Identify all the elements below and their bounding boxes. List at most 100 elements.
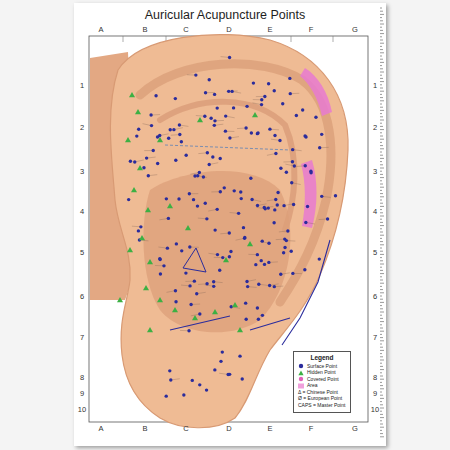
surface-point [242, 226, 245, 229]
surface-point [273, 89, 276, 92]
index-line [380, 251, 383, 252]
index-line [380, 20, 383, 21]
surface-point [283, 246, 286, 249]
surface-point [282, 251, 285, 254]
surface-point [244, 301, 247, 304]
surface-point [212, 285, 215, 288]
index-line [380, 107, 383, 108]
index-line [380, 129, 384, 130]
hidden-point [247, 241, 253, 246]
surface-point [318, 146, 321, 149]
legend-row: Covered Point [298, 376, 346, 383]
index-line [380, 241, 383, 242]
index-line [380, 78, 383, 79]
index-line [380, 33, 384, 34]
surface-point [301, 108, 304, 111]
surface-point [228, 231, 231, 234]
surface-point [263, 95, 266, 98]
surface-point [245, 105, 248, 108]
index-line [380, 8, 382, 9]
surface-point [206, 151, 209, 154]
index-line [380, 366, 383, 367]
row-number: 4 [80, 208, 84, 216]
surface-point [293, 164, 296, 167]
index-line [380, 225, 384, 226]
index-line [380, 152, 382, 153]
column-letter: G [352, 26, 358, 34]
row-number: 7 [373, 334, 377, 342]
index-line [380, 392, 382, 393]
index-line [380, 427, 384, 428]
swatch-shape [299, 377, 303, 381]
surface-point [260, 98, 263, 101]
index-line [380, 62, 384, 63]
hidden-point [147, 259, 153, 264]
row-number: 10 [371, 406, 379, 414]
index-line [380, 59, 383, 60]
surface-point [167, 137, 170, 140]
index-line [380, 219, 382, 220]
index-line [380, 155, 383, 156]
index-line [380, 302, 384, 303]
surface-point [156, 162, 159, 165]
index-line [380, 203, 383, 204]
surface-point [129, 160, 132, 163]
surface-point [162, 264, 165, 267]
column-letter: B [142, 26, 147, 34]
surface-point [274, 198, 277, 201]
surface-point [178, 133, 181, 136]
surface-point [149, 113, 152, 116]
surface-point [314, 116, 317, 119]
surface-point [281, 102, 284, 105]
surface-point [174, 97, 177, 100]
surface-point [290, 181, 293, 184]
surface-point [174, 289, 177, 292]
index-line [380, 235, 384, 236]
surface-point [304, 221, 307, 224]
surface-point [267, 206, 270, 209]
index-line [380, 347, 383, 348]
surface-point [203, 115, 206, 118]
surface-point [230, 90, 233, 93]
index-line [380, 353, 382, 354]
surface-point [273, 134, 276, 137]
surface-point [334, 194, 337, 197]
row-number: 6 [80, 293, 84, 301]
index-line [380, 372, 382, 373]
index-line [380, 228, 382, 229]
surface-point [188, 284, 191, 287]
hidden-point [252, 112, 258, 117]
surface-point [256, 306, 259, 309]
index-line [380, 398, 384, 399]
surface-point [175, 242, 178, 245]
index-line [380, 97, 383, 98]
index-line [380, 190, 382, 191]
surface-point [205, 282, 208, 285]
index-line [380, 168, 384, 169]
surface-point [228, 136, 231, 139]
hidden-point [237, 327, 243, 332]
index-line [380, 318, 383, 319]
surface-point [276, 191, 279, 194]
surface-point [187, 329, 190, 332]
surface-point [267, 82, 270, 85]
row-number: 2 [80, 124, 84, 132]
index-line [380, 209, 382, 210]
surface-point [224, 129, 227, 132]
swatch-shape [298, 383, 304, 388]
index-line [380, 324, 382, 325]
index-line [380, 267, 382, 268]
hidden-point [147, 327, 153, 332]
index-line [380, 264, 384, 265]
index-line [380, 120, 384, 121]
surface-point [204, 202, 207, 205]
index-line [380, 139, 384, 140]
legend-panel: LegendSurface PointHidden PointCovered P… [293, 351, 351, 413]
surface-point [274, 152, 277, 155]
surface-point [261, 239, 264, 242]
hidden-point [157, 297, 163, 302]
surface-point [198, 383, 201, 386]
index-line [380, 273, 384, 274]
